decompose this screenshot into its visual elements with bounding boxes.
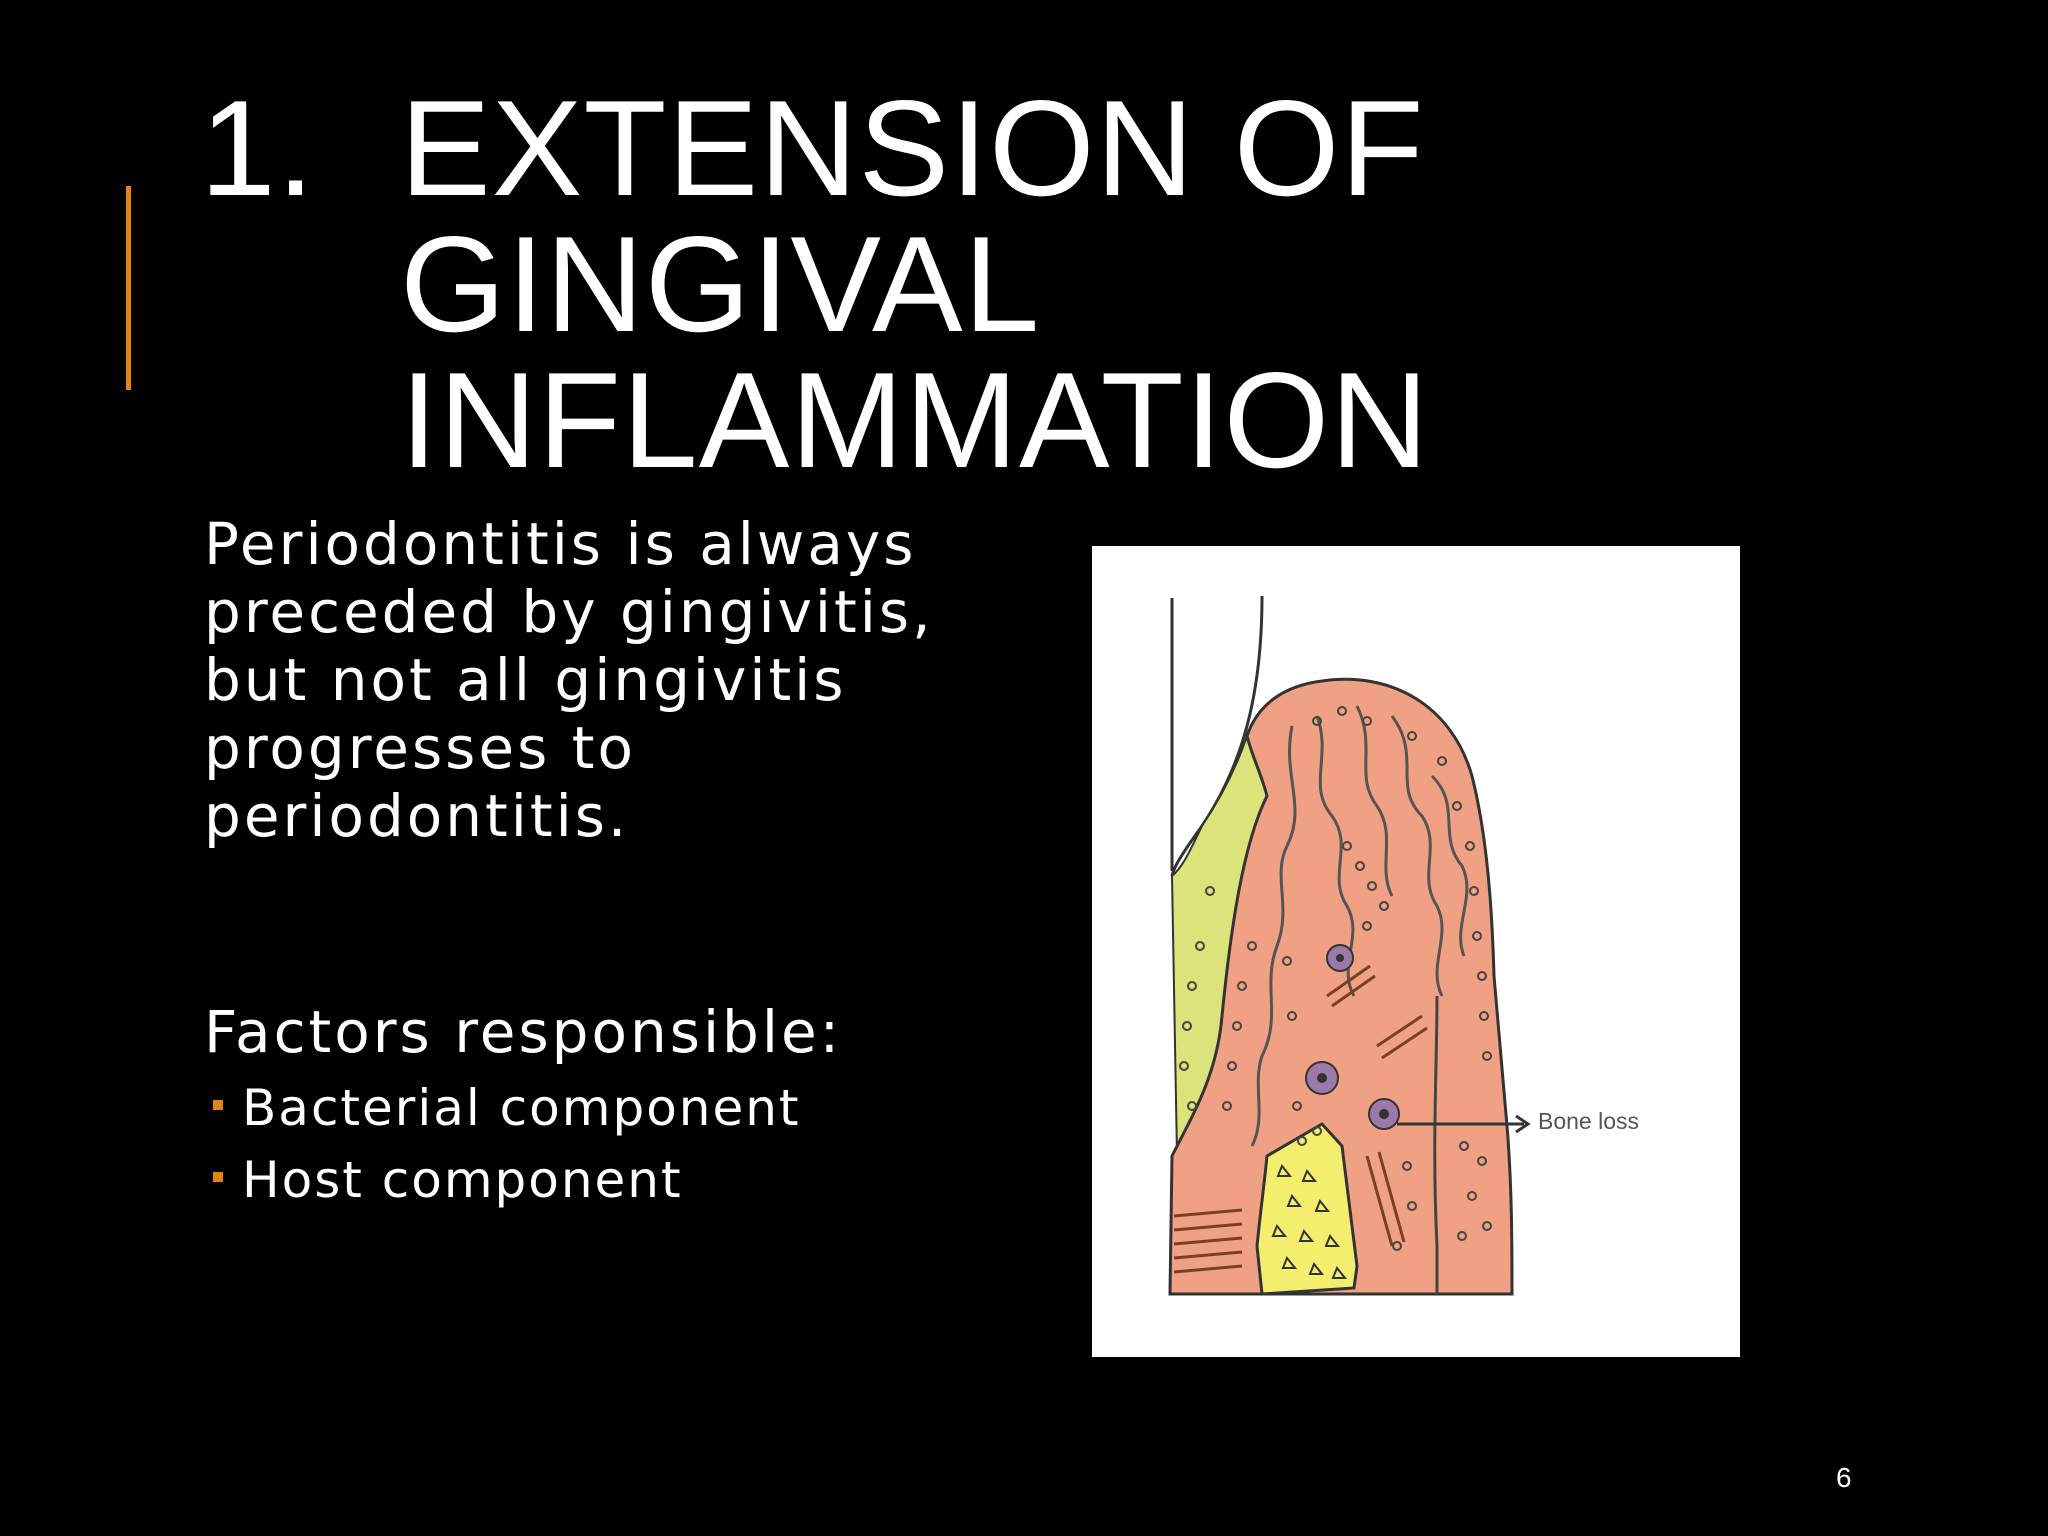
body-line: progresses to xyxy=(204,714,636,782)
bullet-marker-icon xyxy=(213,1172,223,1182)
bullet-marker-icon xyxy=(213,1100,223,1110)
bone-loss-label: Bone loss xyxy=(1538,1108,1640,1134)
body-paragraph: Periodontitis is always preceded by ging… xyxy=(204,510,934,850)
title-number: 1. xyxy=(200,72,316,224)
title-line-2: GINGIVAL xyxy=(400,208,1041,360)
body-line: Periodontitis is always xyxy=(204,510,917,578)
body-line: preceded by gingivitis, xyxy=(204,578,934,646)
accent-bar xyxy=(126,186,131,390)
body-line: periodontitis. xyxy=(204,782,630,850)
title-line-3: INFLAMMATION xyxy=(400,344,1430,496)
title-line-1: EXTENSION OF xyxy=(400,72,1425,224)
periodontium-diagram: Bone loss xyxy=(1092,546,1740,1357)
body-line: but not all gingivitis xyxy=(204,646,847,714)
page-number: 6 xyxy=(1836,1462,1852,1493)
factors-heading: Factors responsible: xyxy=(204,998,843,1066)
periodontium-illustration xyxy=(1168,595,1531,1296)
